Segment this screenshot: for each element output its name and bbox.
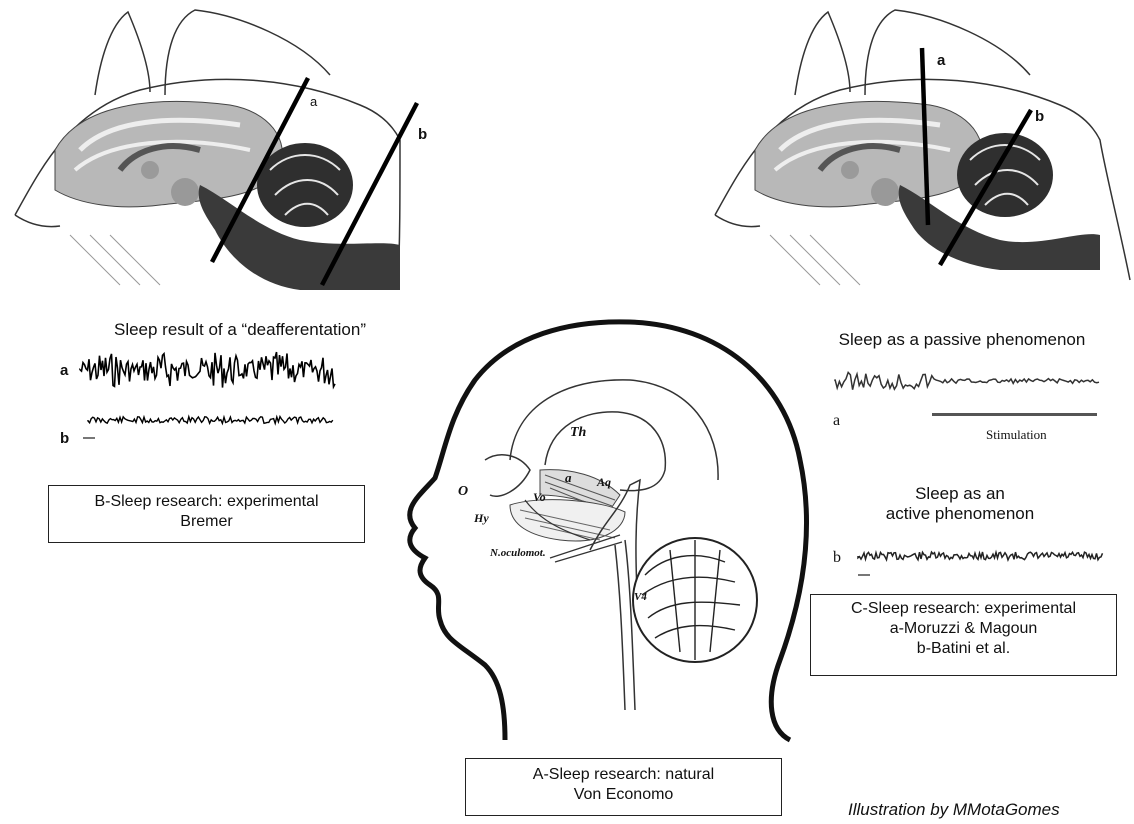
label-hy: Hy bbox=[474, 511, 489, 526]
stimulation-label: Stimulation bbox=[986, 427, 1047, 443]
bremer-trace-title: Sleep result of a “deafferentation” bbox=[80, 320, 400, 340]
caption-box-bremer: B-Sleep research: experimental Bremer bbox=[48, 485, 365, 543]
illustration-credit: Illustration by MMotaGomes bbox=[848, 800, 1060, 820]
caption-line: b-Batini et al. bbox=[811, 639, 1116, 659]
cat-brain-moruzzi-drawing bbox=[700, 0, 1134, 300]
caption-line: C-Sleep research: experimental bbox=[811, 599, 1116, 619]
scale-bar bbox=[83, 437, 95, 439]
human-head-von-economo-drawing bbox=[390, 300, 830, 770]
label-n-oculomot: N.oculomot. bbox=[490, 547, 546, 559]
stimulation-bar bbox=[932, 413, 1097, 416]
caption-line: Von Economo bbox=[466, 785, 781, 805]
label-v4: V4 bbox=[634, 591, 647, 603]
label-aq: Aq bbox=[597, 475, 611, 490]
bremer-trace-b-label: b bbox=[60, 430, 69, 447]
eeg-trace-a-synchronized bbox=[80, 350, 335, 390]
title-line: active phenomenon bbox=[860, 504, 1060, 524]
label-o: O bbox=[458, 484, 468, 500]
cut-label-b: b bbox=[418, 126, 427, 143]
label-vo: Vo bbox=[533, 490, 546, 505]
bremer-trace-a-label: a bbox=[60, 362, 68, 379]
cut-label-a: a bbox=[310, 94, 317, 109]
cat-brain-bremer-drawing bbox=[0, 0, 440, 300]
scale-bar bbox=[858, 574, 870, 576]
cut-label-a-right: a bbox=[937, 52, 945, 69]
label-th: Th bbox=[570, 425, 586, 441]
caption-line: a-Moruzzi & Magoun bbox=[811, 619, 1116, 639]
caption-box-moruzzi: C-Sleep research: experimental a-Moruzzi… bbox=[810, 594, 1117, 676]
eeg-trace-passive bbox=[835, 365, 1100, 397]
eeg-trace-b-desynchronized bbox=[88, 408, 333, 432]
title-line: Sleep as an bbox=[860, 484, 1060, 504]
passive-phenomenon-title: Sleep as a passive phenomenon bbox=[812, 330, 1112, 350]
eeg-trace-active bbox=[858, 545, 1103, 567]
trace-a-label-right: a bbox=[833, 412, 840, 430]
caption-line: B-Sleep research: experimental bbox=[49, 492, 364, 512]
caption-box-von-economo: A-Sleep research: natural Von Economo bbox=[465, 758, 782, 816]
caption-line: Bremer bbox=[49, 512, 364, 532]
trace-b-label-right: b bbox=[833, 549, 841, 567]
cut-label-b-right: b bbox=[1035, 108, 1044, 125]
caption-line: A-Sleep research: natural bbox=[466, 765, 781, 785]
active-phenomenon-title: Sleep as an active phenomenon bbox=[860, 484, 1060, 524]
label-a: a bbox=[565, 470, 572, 486]
